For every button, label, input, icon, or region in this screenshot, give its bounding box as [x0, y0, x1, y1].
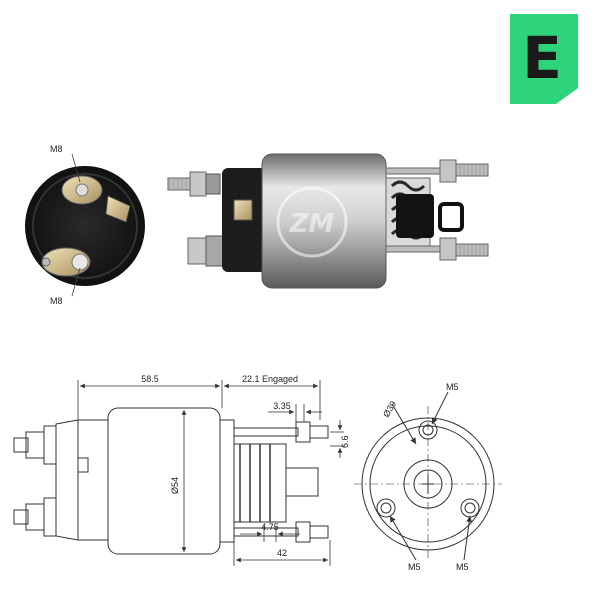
dim-plunger-length: 42	[277, 548, 287, 558]
thread-label-bottom-right: M5	[456, 562, 469, 572]
dim-overall-length: 58.5	[141, 374, 159, 384]
upper-thread-label: M8	[50, 144, 63, 154]
dim-body-diameter: Ø54	[170, 477, 180, 494]
lower-stud	[187, 237, 209, 265]
dim-gap: 3.35	[273, 401, 291, 411]
dimension-lines	[77, 380, 344, 566]
plunger-eye	[438, 202, 464, 232]
side-drawing	[13, 407, 329, 555]
dim-plunger-step: 4.75	[261, 522, 279, 532]
brand-logo: E	[510, 14, 578, 104]
left-bolt-hole	[376, 498, 396, 518]
brand-letter: E	[522, 24, 562, 92]
lower-thread-label: M8	[50, 296, 63, 306]
dim-height-offset: 6.6	[340, 435, 350, 448]
watermark-logo: ZM	[289, 209, 335, 239]
upper-stud	[167, 177, 193, 191]
body-outline	[107, 407, 221, 555]
dim-flange-diameter: Ø39	[381, 399, 398, 419]
right-bolt-hole	[460, 498, 480, 518]
side-view-photo: ZM	[167, 153, 489, 289]
thread-label-bottom-left: M5	[408, 562, 421, 572]
end-view-photo	[25, 153, 145, 297]
dim-engaged-travel: 22.1 Engaged	[242, 374, 298, 384]
front-drawing	[354, 391, 502, 561]
terminal-bracket	[105, 195, 131, 223]
thread-label-top: M5	[446, 382, 459, 392]
